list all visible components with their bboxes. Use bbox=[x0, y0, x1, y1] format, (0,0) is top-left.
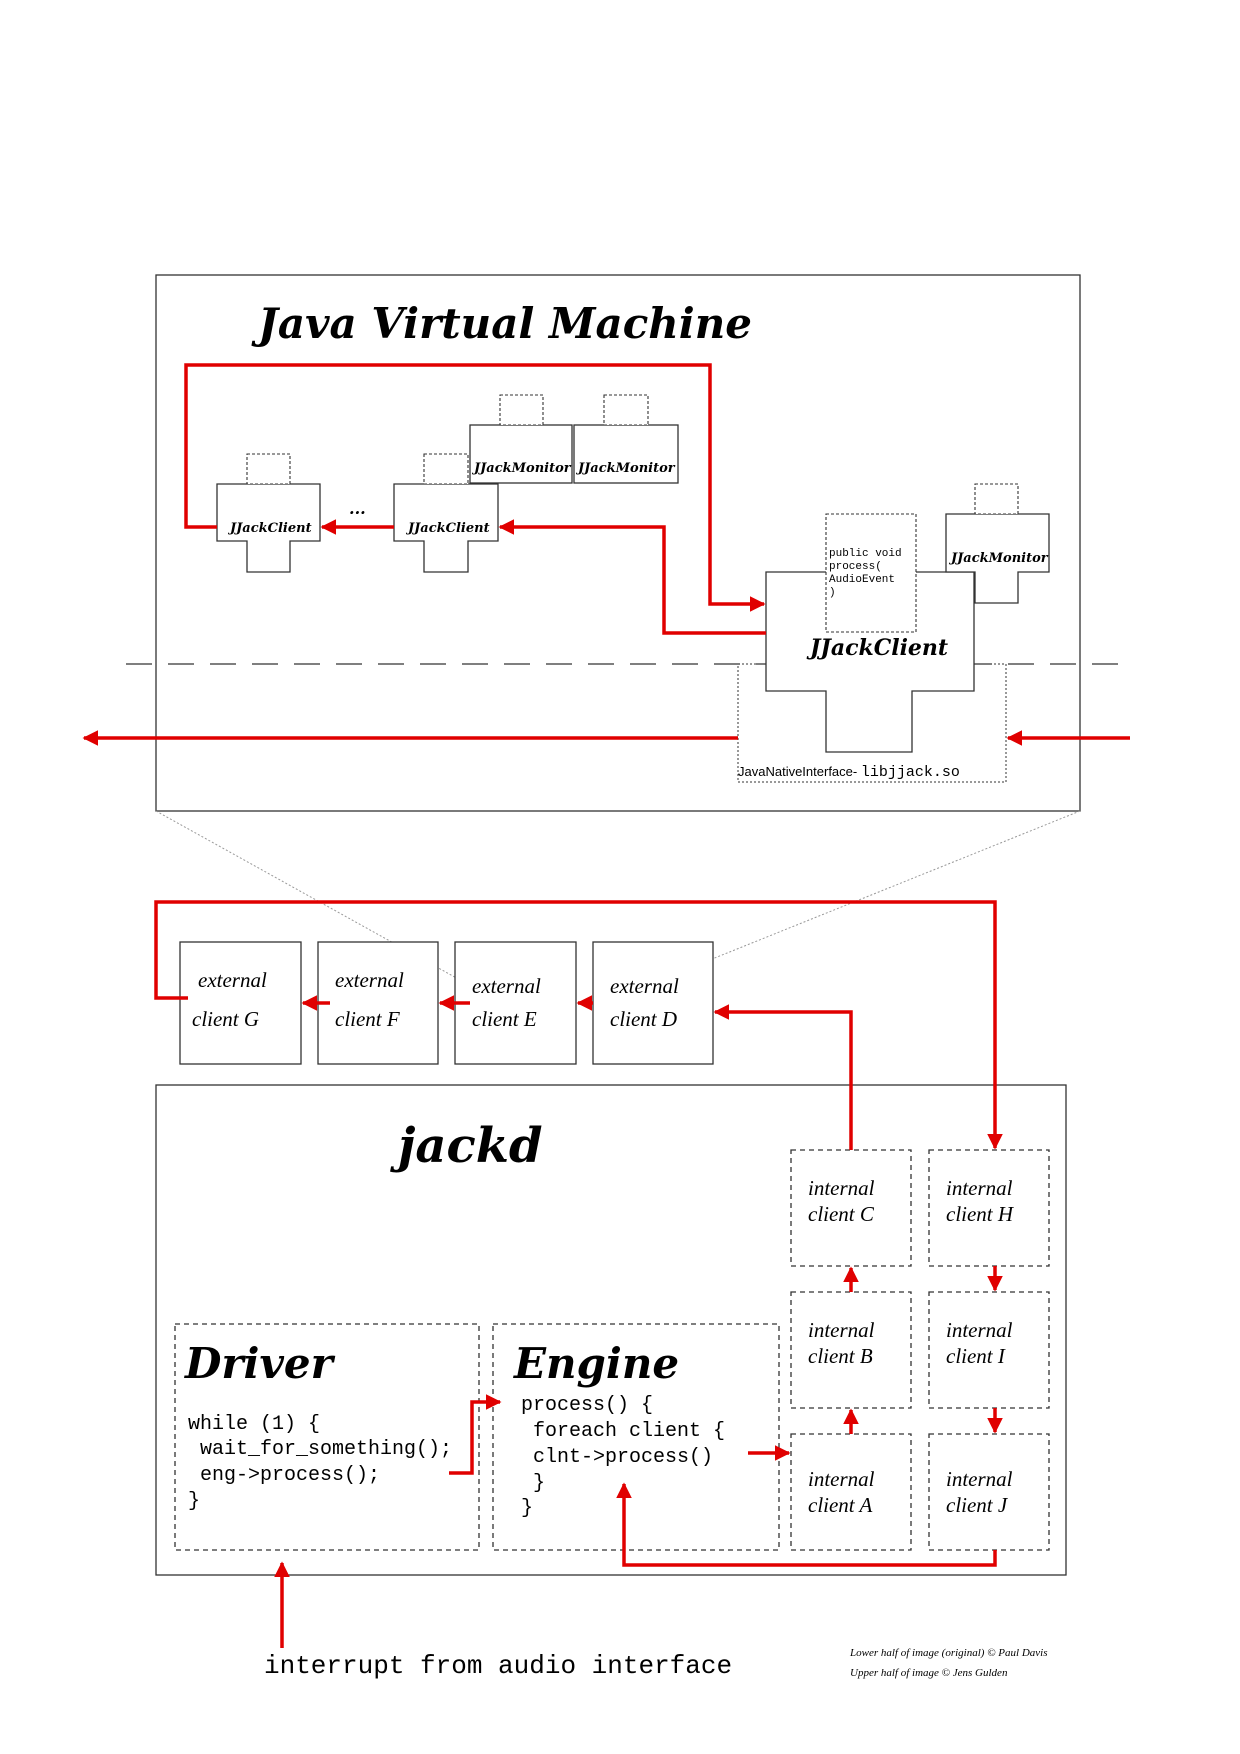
internal-client-i-line2: client I bbox=[946, 1344, 1006, 1368]
zoom-line-right bbox=[659, 810, 1081, 981]
jjackmonitor-right bbox=[945, 513, 1050, 604]
arrow-c-to-d bbox=[713, 1004, 853, 1150]
jjackclient-middle-slot bbox=[423, 453, 469, 485]
internal-client-b-line2: client B bbox=[808, 1344, 873, 1368]
internal-client-a-line1: internal bbox=[808, 1467, 875, 1491]
external-client-d-line2: client D bbox=[610, 1007, 677, 1031]
jjackmonitor-right-label: JJackMonitor bbox=[948, 551, 1049, 566]
interrupt-label: interrupt from audio interface bbox=[264, 1651, 732, 1681]
external-client-d bbox=[592, 941, 714, 1065]
external-client-f bbox=[317, 941, 439, 1065]
internal-client-j-line1: internal bbox=[946, 1467, 1013, 1491]
ellipsis: ... bbox=[349, 499, 366, 518]
internal-client-c bbox=[790, 1149, 912, 1267]
internal-client-h-line2: client H bbox=[946, 1202, 1015, 1226]
external-client-g-line1: external bbox=[198, 968, 267, 992]
arrow-loop-top bbox=[184, 363, 766, 612]
engine-code: process() { foreach client { clnt->proce… bbox=[521, 1394, 737, 1520]
internal-client-b bbox=[790, 1291, 912, 1409]
external-client-g bbox=[179, 941, 302, 1065]
external-client-f-line1: external bbox=[335, 968, 404, 992]
internal-client-i-line1: internal bbox=[946, 1318, 1013, 1342]
process-method-box bbox=[825, 513, 917, 633]
arrow-j-to-engine bbox=[616, 1482, 997, 1567]
jjackclient-main-label: JJackClient bbox=[806, 635, 948, 661]
engine-title: Engine bbox=[513, 1339, 679, 1388]
internal-client-c-line1: internal bbox=[808, 1176, 875, 1200]
internal-client-h-line1: internal bbox=[946, 1176, 1013, 1200]
internal-client-j bbox=[928, 1433, 1050, 1551]
internal-client-i bbox=[928, 1291, 1050, 1409]
jni-label: JavaNativeInterface- libjjack.so bbox=[738, 764, 960, 781]
internal-client-j-line2: client J bbox=[946, 1493, 1009, 1517]
jjackmonitor-2-label: JJackMonitor bbox=[575, 461, 676, 476]
driver-code: while (1) { wait_for_something(); eng->p… bbox=[188, 1413, 464, 1513]
external-client-f-line2: client F bbox=[335, 1007, 400, 1031]
jjackclient-left bbox=[216, 483, 321, 573]
jjackclient-left-slot bbox=[246, 453, 291, 485]
driver-box bbox=[174, 1323, 480, 1551]
internal-client-b-line1: internal bbox=[808, 1318, 875, 1342]
internal-client-c-line2: client C bbox=[808, 1202, 875, 1226]
internal-client-a-line2: client A bbox=[808, 1493, 873, 1517]
jjackmonitor-2-slot bbox=[603, 394, 649, 426]
external-client-g-line2: client G bbox=[192, 1007, 259, 1031]
arrow-driver-to-engine bbox=[449, 1394, 502, 1475]
jackd-title: jackd bbox=[390, 1118, 543, 1174]
jjackmonitor-right-slot bbox=[974, 483, 1019, 515]
external-client-e-line2: client E bbox=[472, 1007, 537, 1031]
jjackmonitor-1-label: JJackMonitor bbox=[471, 461, 572, 476]
credits-line1: Lower half of image (original) © Paul Da… bbox=[849, 1647, 1048, 1659]
driver-title: Driver bbox=[184, 1339, 336, 1388]
external-client-e bbox=[454, 941, 577, 1065]
engine-box bbox=[492, 1323, 780, 1551]
arrow-g-to-h bbox=[154, 900, 1003, 1150]
jjackclient-middle-label: JJackClient bbox=[405, 521, 490, 536]
jjackmonitor-1-slot bbox=[499, 394, 544, 426]
internal-client-a bbox=[790, 1433, 912, 1551]
jvm-title: Java Virtual Machine bbox=[251, 299, 752, 348]
jvm-frame bbox=[155, 274, 1081, 812]
external-client-e-line1: external bbox=[472, 974, 541, 998]
jjackclient-left-label: JJackClient bbox=[227, 521, 312, 536]
process-method-code: public void process( AudioEvent ) bbox=[829, 548, 908, 599]
jjackclient-middle bbox=[393, 483, 499, 573]
external-client-d-line1: external bbox=[610, 974, 679, 998]
internal-client-h bbox=[928, 1149, 1050, 1267]
jjackmonitor-1 bbox=[469, 424, 573, 484]
arrow-main-to-middle bbox=[498, 519, 766, 635]
jjackclient-main bbox=[765, 571, 975, 753]
credits-line2: Upper half of image © Jens Gulden bbox=[850, 1667, 1008, 1679]
